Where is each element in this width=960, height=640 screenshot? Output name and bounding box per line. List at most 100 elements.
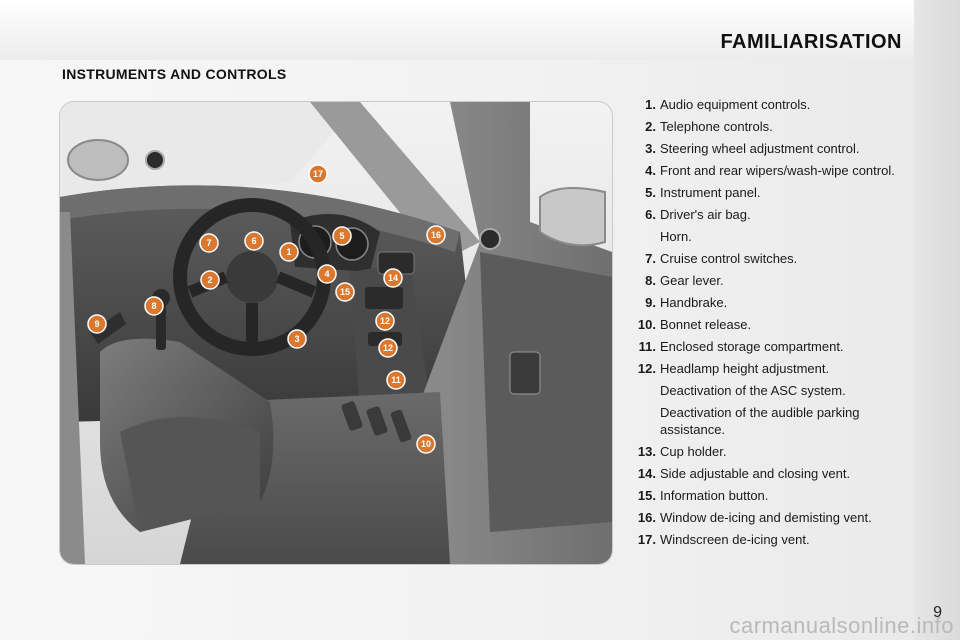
- svg-text:15: 15: [340, 287, 350, 297]
- svg-text:17: 17: [313, 169, 323, 179]
- legend-number: 4.: [645, 163, 656, 178]
- svg-text:10: 10: [421, 439, 431, 449]
- legend-number: 3.: [645, 141, 656, 156]
- legend-text: Driver's air bag.: [660, 207, 751, 222]
- legend-number: 13.: [637, 444, 656, 459]
- legend-text: Horn.: [660, 229, 692, 244]
- legend-text: Cruise control switches.: [660, 251, 798, 266]
- legend-number: 1.: [645, 97, 656, 112]
- watermark: carmanualsonline.info: [729, 613, 954, 638]
- callout-10: 10: [416, 434, 436, 454]
- callout-2: 2: [200, 270, 220, 290]
- svg-text:8: 8: [151, 301, 156, 311]
- svg-text:12: 12: [383, 343, 393, 353]
- svg-text:9: 9: [94, 319, 99, 329]
- legend-number: 5.: [645, 185, 656, 200]
- legend-item: 9. Handbrake.: [630, 294, 902, 311]
- car-interior-illustration: 1 2 3 4 5 6 7 8 9 10 11 12 12 14 15 16 1…: [60, 102, 612, 564]
- legend-number: 15.: [637, 488, 656, 503]
- legend-text: Window de-icing and demisting vent.: [660, 510, 872, 525]
- legend-text: Cup holder.: [660, 444, 727, 459]
- legend-subitem: Deactivation of the audible parking assi…: [630, 404, 902, 438]
- svg-text:2: 2: [207, 275, 212, 285]
- legend-item: 7. Cruise control switches.: [630, 250, 902, 267]
- callout-8: 8: [144, 296, 164, 316]
- callout-14: 14: [383, 268, 403, 288]
- controls-legend: 1. Audio equipment controls. 2. Telephone …: [630, 96, 902, 553]
- legend-item: 12. Headlamp height adjustment.: [630, 360, 902, 377]
- legend-number: 6.: [645, 207, 656, 222]
- legend-number: 9.: [645, 295, 656, 310]
- page-edge-strip: [914, 0, 960, 640]
- callout-12a: 12: [375, 311, 395, 331]
- callout-badges: 1 2 3 4 5 6 7 8 9 10 11 12 12 14 15 16 1…: [87, 164, 446, 454]
- header-band: [0, 0, 914, 60]
- legend-item: 3. Steering wheel adjustment control.: [630, 140, 902, 157]
- svg-text:3: 3: [294, 334, 299, 344]
- legend-text: Front and rear wipers/wash-wipe control.: [660, 163, 895, 178]
- legend-item: 10.Bonnet release.: [630, 316, 902, 333]
- callout-6: 6: [244, 231, 264, 251]
- svg-text:5: 5: [339, 231, 344, 241]
- legend-item: 4. Front and rear wipers/wash-wipe contro…: [630, 162, 902, 179]
- legend-number: 7.: [645, 251, 656, 266]
- legend-text: Information button.: [660, 488, 769, 503]
- legend-number: 8.: [645, 273, 656, 288]
- legend-text: Instrument panel.: [660, 185, 761, 200]
- legend-text: Handbrake.: [660, 295, 728, 310]
- page-number: 9: [933, 604, 942, 621]
- legend-item: 17. Windscreen de-icing vent.: [630, 531, 902, 548]
- legend-number: 14.: [637, 466, 656, 481]
- legend-item: 1. Audio equipment controls.: [630, 96, 902, 113]
- legend-item: 2. Telephone controls.: [630, 118, 902, 135]
- svg-text:4: 4: [324, 269, 329, 279]
- legend-number: 2.: [645, 119, 656, 134]
- section-title: INSTRUMENTS AND CONTROLS: [62, 66, 287, 82]
- callout-7: 7: [199, 233, 219, 253]
- legend-text: Telephone controls.: [660, 119, 773, 134]
- legend-text: Headlamp height adjustment.: [660, 361, 830, 376]
- legend-text: Audio equipment controls.: [660, 97, 811, 112]
- callout-1: 1: [279, 242, 299, 262]
- callout-12b: 12: [378, 338, 398, 358]
- legend-text: Enclosed storage compartment.: [660, 339, 844, 354]
- callout-3: 3: [287, 329, 307, 349]
- car-interior-drawing: 1 2 3 4 5 6 7 8 9 10 11 12 12 14 15 16 1…: [60, 102, 612, 564]
- legend-text: Gear lever.: [660, 273, 724, 288]
- callout-5: 5: [332, 226, 352, 246]
- svg-text:16: 16: [431, 230, 441, 240]
- callout-11: 11: [386, 370, 406, 390]
- legend-item: 5. Instrument panel.: [630, 184, 902, 201]
- legend-item: 14. Side adjustable and closing vent.: [630, 465, 902, 482]
- svg-text:12: 12: [380, 316, 390, 326]
- svg-text:7: 7: [206, 238, 211, 248]
- legend-text: Windscreen de-icing vent.: [660, 532, 810, 547]
- callout-9: 9: [87, 314, 107, 334]
- legend-item: 11. Enclosed storage compartment.: [630, 338, 902, 355]
- legend-item: 16. Window de-icing and demisting vent.: [630, 509, 902, 526]
- svg-text:1: 1: [286, 247, 291, 257]
- legend-number: 12.: [637, 361, 656, 376]
- legend-text: Deactivation of the ASC system.: [660, 383, 846, 398]
- legend-subitem: Deactivation of the ASC system.: [630, 382, 902, 399]
- legend-subitem: Horn.: [630, 228, 902, 245]
- callout-4: 4: [317, 264, 337, 284]
- legend-number: 17.: [637, 532, 656, 547]
- legend-number: 16.: [637, 510, 656, 525]
- legend-item: 8. Gear lever.: [630, 272, 902, 289]
- legend-text: Steering wheel adjustment control.: [660, 141, 860, 156]
- svg-text:6: 6: [251, 236, 256, 246]
- callout-15: 15: [335, 282, 355, 302]
- callout-17: 17: [308, 164, 328, 184]
- page-title: FAMILIARISATION: [720, 31, 902, 53]
- legend-item: 13. Cup holder.: [630, 443, 902, 460]
- legend-text: Bonnet release.: [660, 317, 752, 332]
- callout-16: 16: [426, 225, 446, 245]
- legend-text: Side adjustable and closing vent.: [660, 466, 851, 481]
- legend-number: 11.: [638, 339, 656, 354]
- svg-text:14: 14: [388, 273, 398, 283]
- legend-item: 6. Driver's air bag.: [630, 206, 902, 223]
- legend-text: Deactivation of the audible parking assi…: [660, 405, 860, 437]
- svg-text:11: 11: [391, 375, 401, 385]
- legend-item: 15. Information button.: [630, 487, 902, 504]
